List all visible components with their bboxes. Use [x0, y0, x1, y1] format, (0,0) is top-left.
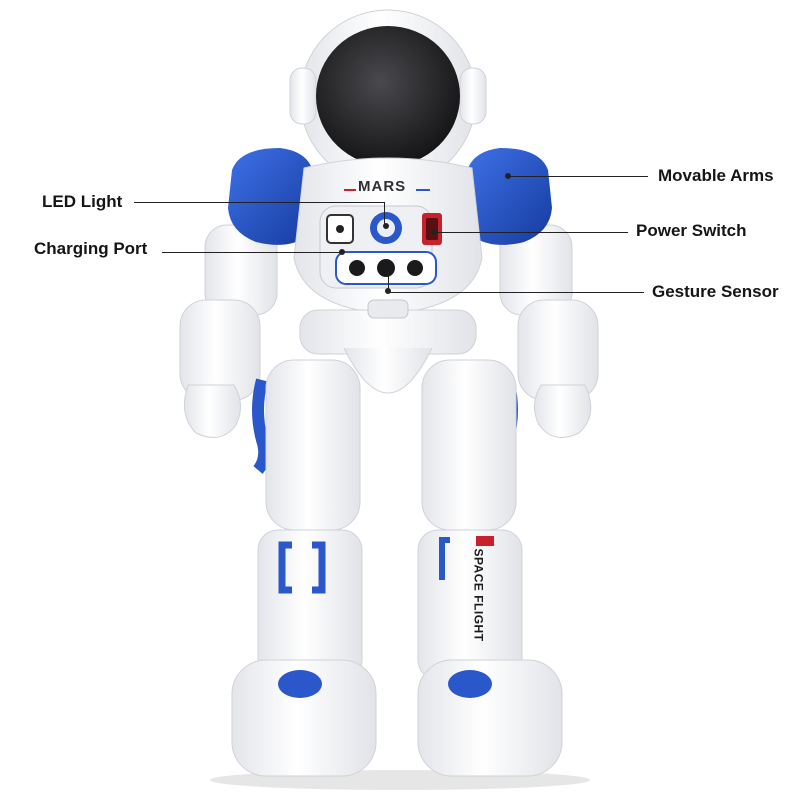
right-shoulder-pad	[466, 148, 552, 245]
charging-port-label: Charging Port	[34, 239, 148, 258]
movable-arms-label: Movable Arms	[658, 166, 774, 185]
right-leg	[417, 359, 563, 777]
left-leg	[231, 359, 377, 777]
led-light-label: LED Light	[42, 192, 123, 211]
led-light-leader	[134, 202, 384, 203]
gesture-sensor-leader	[388, 292, 644, 293]
chest-label: MARS	[358, 178, 407, 195]
left-shoulder-pad	[228, 148, 314, 245]
movable-arms-leader	[508, 176, 648, 177]
charging-port-leader	[162, 252, 342, 253]
led-light-leader-drop	[384, 202, 385, 226]
helmet	[289, 9, 487, 187]
visor	[316, 26, 460, 166]
leg-label: SPACE FLIGHT	[471, 548, 486, 642]
gesture-sensor-leader-drop	[388, 272, 389, 292]
power-switch-leader	[434, 232, 628, 233]
power-switch-label: Power Switch	[636, 221, 747, 240]
left-arm	[179, 224, 278, 438]
gesture-sensor-label: Gesture Sensor	[652, 282, 779, 301]
